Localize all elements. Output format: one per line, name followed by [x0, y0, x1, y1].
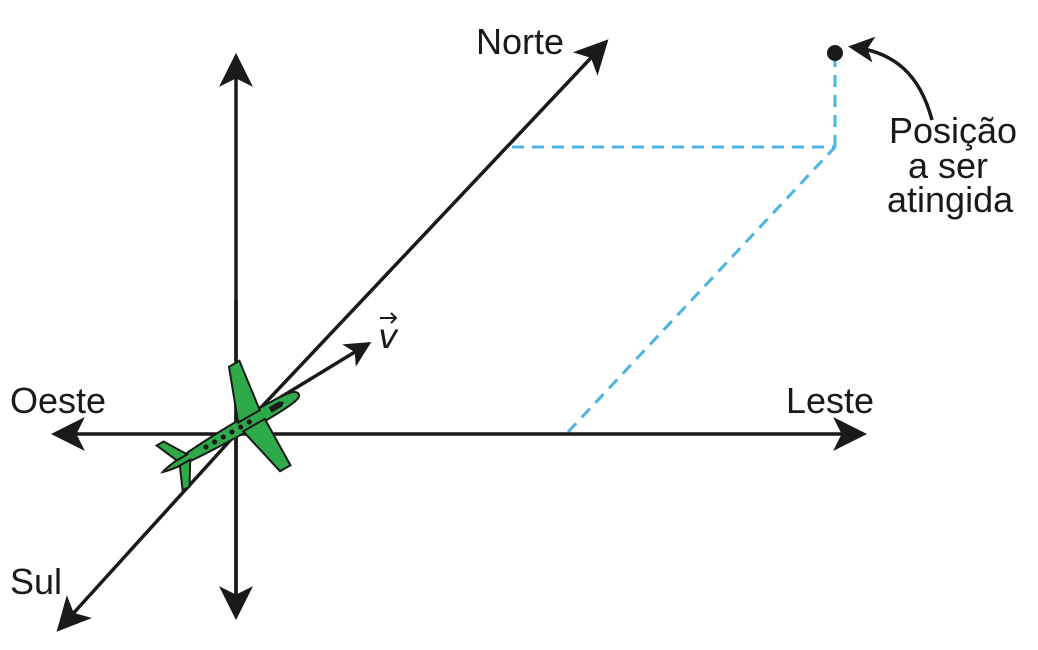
projection-east-parallel: [566, 145, 837, 434]
label-target-line1: Posição: [889, 110, 1017, 151]
south-axis: [56, 432, 238, 632]
label-east: Leste: [786, 380, 874, 421]
north-axis: [234, 39, 609, 436]
label-west: Oeste: [10, 380, 106, 421]
label-north: Norte: [476, 21, 564, 62]
target-pointer-arrow: [848, 36, 934, 121]
label-south: Sul: [10, 561, 62, 602]
projection-lines: [512, 56, 837, 434]
label-target-line3: atingida: [887, 179, 1014, 220]
target-label: Posição a ser atingida: [887, 110, 1017, 220]
airplane-icon: [154, 359, 300, 493]
label-target-line2: a ser: [908, 145, 988, 186]
vector-arrow-icon: [380, 312, 398, 324]
label-velocity: v: [378, 317, 399, 357]
target-point-icon: [827, 45, 843, 61]
velocity-label: v: [378, 312, 399, 357]
